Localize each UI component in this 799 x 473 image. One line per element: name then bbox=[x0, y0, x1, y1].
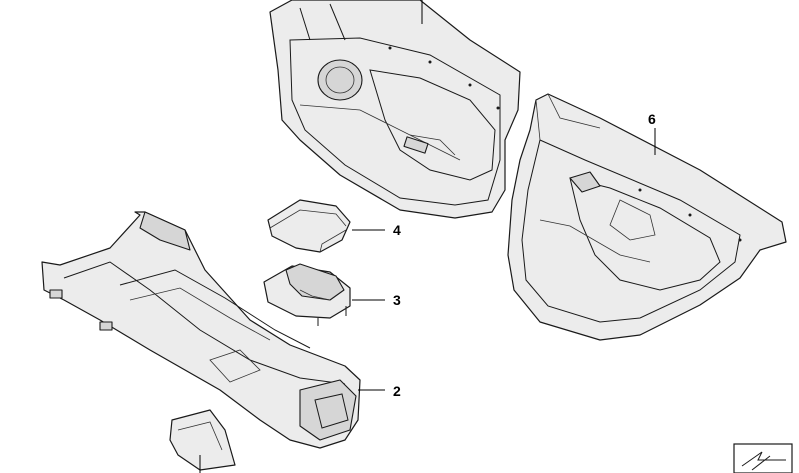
center-console bbox=[41, 211, 361, 449]
callout-6: 6 bbox=[648, 111, 656, 127]
rear-door-trim-panel bbox=[507, 93, 787, 341]
front-door-trim-panel bbox=[269, 0, 521, 219]
callout-4: 4 bbox=[393, 222, 401, 238]
callout-2: 2 bbox=[393, 383, 401, 399]
armrest-pad bbox=[263, 263, 351, 326]
diagram-navigation-icon[interactable] bbox=[733, 443, 793, 473]
callout-3: 3 bbox=[393, 292, 401, 308]
armrest-cover bbox=[267, 199, 351, 253]
console-bracket bbox=[169, 409, 236, 471]
